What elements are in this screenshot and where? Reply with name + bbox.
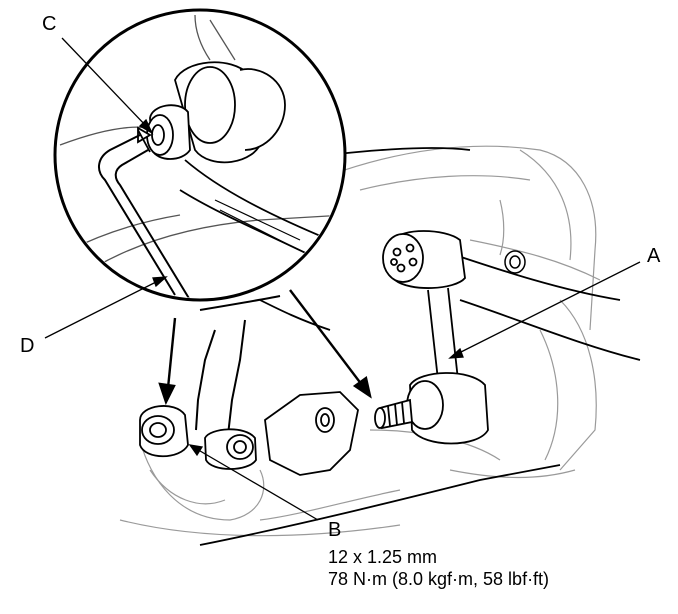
- bolt-head: [504, 250, 526, 274]
- mount-bracket: [264, 391, 359, 476]
- stabilizer-bar: [195, 295, 281, 436]
- stabilizer-link-a: [374, 230, 489, 445]
- nut-b-assembly: [139, 405, 257, 470]
- torque-spec: 78 N·m (8.0 kgf·m, 58 lbf·ft): [328, 569, 550, 589]
- assembly-arrows: [158, 289, 372, 406]
- thread-spec: 12 x 1.25 mm: [328, 547, 438, 567]
- leader-lines: [44, 37, 641, 521]
- callout-c: C: [42, 13, 57, 35]
- detail-view: [53, 8, 347, 302]
- callout-d: D: [20, 335, 35, 357]
- callout-b: B: [328, 519, 342, 541]
- chassis-background: [119, 145, 601, 537]
- callout-a: A: [647, 245, 661, 267]
